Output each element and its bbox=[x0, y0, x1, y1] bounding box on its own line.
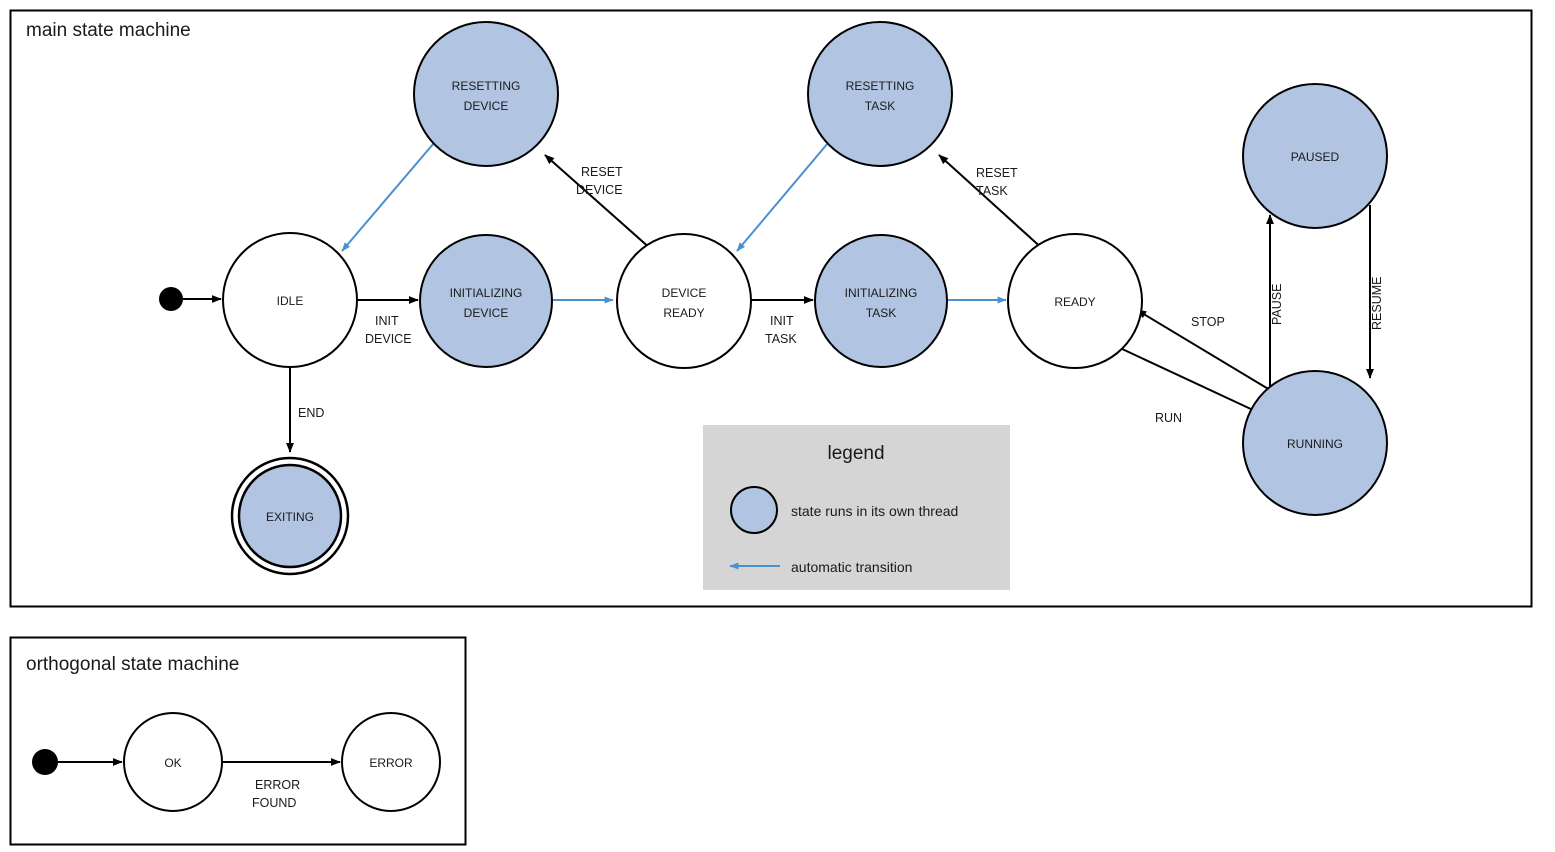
legend-item-threaded-state-text: state runs in its own thread bbox=[791, 503, 958, 519]
state-label-resetting-device-line2: DEVICE bbox=[464, 99, 509, 113]
transition-initial-to-ok bbox=[32, 749, 123, 775]
transition-initial-to-idle bbox=[159, 287, 222, 311]
legend-threaded-state-swatch bbox=[730, 486, 778, 534]
state-circle-ok[interactable] bbox=[123, 712, 223, 812]
transition-device-ready-to-initializing-task: INIT TASK bbox=[751, 296, 814, 346]
state-label-resetting-device-line1: RESETTING bbox=[452, 79, 521, 93]
state-circle-paused[interactable] bbox=[1242, 83, 1388, 229]
state-label-error: ERROR bbox=[369, 756, 413, 770]
state-label-ready: READY bbox=[1054, 295, 1095, 309]
state-node-initializing-task[interactable]: INITIALIZING TASK bbox=[814, 234, 948, 368]
state-node-running[interactable]: RUNNING bbox=[1242, 370, 1388, 516]
legend-title: legend bbox=[827, 443, 884, 464]
edge-label-error-found-line1: ERROR bbox=[255, 778, 300, 792]
state-circle-initializing-device[interactable] bbox=[419, 234, 553, 368]
state-node-exiting[interactable]: EXITING bbox=[230, 456, 350, 576]
state-label-device-ready-line2: READY bbox=[663, 306, 704, 320]
edge-label-init-task-line1: INIT bbox=[770, 314, 794, 328]
state-circle-ready[interactable] bbox=[1007, 233, 1143, 369]
state-label-initializing-task-line2: TASK bbox=[866, 306, 896, 320]
state-circle-resetting-task[interactable] bbox=[807, 21, 953, 167]
edge-label-stop: STOP bbox=[1191, 315, 1225, 329]
state-circle-error[interactable] bbox=[341, 712, 441, 812]
edge-label-resume: RESUME bbox=[1370, 277, 1384, 330]
transition-resetting-task-to-device-ready bbox=[736, 142, 829, 252]
state-node-resetting-device[interactable]: RESETTING DEVICE bbox=[413, 21, 559, 167]
orthogonal-initial-state-dot bbox=[32, 749, 58, 775]
state-node-initializing-device[interactable]: INITIALIZING DEVICE bbox=[419, 234, 553, 368]
transition-ready-to-running: RUN bbox=[1119, 347, 1269, 425]
state-label-running: RUNNING bbox=[1287, 437, 1343, 451]
state-circle-device-ready[interactable] bbox=[616, 233, 752, 369]
transition-idle-to-exiting: END bbox=[286, 367, 324, 453]
transition-running-to-ready: STOP bbox=[1136, 309, 1276, 394]
state-label-initializing-device-line2: DEVICE bbox=[464, 306, 509, 320]
edge-label-reset-task-line2: TASK bbox=[976, 184, 1008, 198]
edge-label-reset-task-line1: RESET bbox=[976, 166, 1018, 180]
edge-label-init-device-line1: INIT bbox=[375, 314, 399, 328]
edge-label-reset-device-line1: RESET bbox=[581, 165, 623, 179]
edge-label-end: END bbox=[298, 406, 324, 420]
state-circle-running[interactable] bbox=[1242, 370, 1388, 516]
state-circle-exiting[interactable] bbox=[237, 463, 343, 569]
transition-paused-to-running: RESUME bbox=[1366, 205, 1384, 379]
edge-label-run: RUN bbox=[1155, 411, 1182, 425]
state-node-paused[interactable]: PAUSED bbox=[1242, 83, 1388, 229]
transition-ready-to-resetting-task: RESET TASK bbox=[938, 154, 1088, 290]
state-node-resetting-task[interactable]: RESETTING TASK bbox=[807, 21, 953, 167]
state-label-paused: PAUSED bbox=[1291, 150, 1340, 164]
edge-label-pause: PAUSE bbox=[1270, 284, 1284, 325]
state-label-resetting-task-line1: RESETTING bbox=[846, 79, 915, 93]
state-circle-resetting-device[interactable] bbox=[413, 21, 559, 167]
transition-ok-to-error: ERROR FOUND bbox=[222, 758, 341, 810]
state-label-ok: OK bbox=[164, 756, 181, 770]
edge-label-init-device-line2: DEVICE bbox=[365, 332, 412, 346]
state-label-idle: IDLE bbox=[277, 294, 304, 308]
edge-label-init-task-line2: TASK bbox=[765, 332, 797, 346]
state-label-initializing-device-line1: INITIALIZING bbox=[450, 286, 523, 300]
orthogonal-frame-title: orthogonal state machine bbox=[26, 654, 239, 675]
state-node-error[interactable]: ERROR bbox=[341, 712, 441, 812]
state-label-resetting-task-line2: TASK bbox=[865, 99, 895, 113]
transition-running-to-paused: PAUSE bbox=[1266, 214, 1284, 400]
transition-idle-to-initializing-device: INIT DEVICE bbox=[357, 296, 419, 346]
state-node-ok[interactable]: OK bbox=[123, 712, 223, 812]
edge-label-error-found-line2: FOUND bbox=[252, 796, 296, 810]
state-label-device-ready-line1: DEVICE bbox=[662, 286, 707, 300]
legend-item-automatic-transition-text: automatic transition bbox=[791, 559, 912, 575]
state-node-device-ready[interactable]: DEVICE READY bbox=[616, 233, 752, 369]
state-circle-initializing-task[interactable] bbox=[814, 234, 948, 368]
state-label-initializing-task-line1: INITIALIZING bbox=[845, 286, 918, 300]
main-frame-title: main state machine bbox=[26, 20, 191, 41]
state-label-exiting: EXITING bbox=[266, 510, 314, 524]
transition-resetting-device-to-idle bbox=[341, 142, 435, 252]
state-node-ready[interactable]: READY bbox=[1007, 233, 1143, 369]
legend: legend state runs in its own thread auto… bbox=[703, 425, 1010, 590]
state-circle-idle[interactable] bbox=[222, 232, 358, 368]
initial-state-dot bbox=[159, 287, 183, 311]
state-node-idle[interactable]: IDLE bbox=[222, 232, 358, 368]
edge-label-reset-device-line2: DEVICE bbox=[576, 183, 623, 197]
